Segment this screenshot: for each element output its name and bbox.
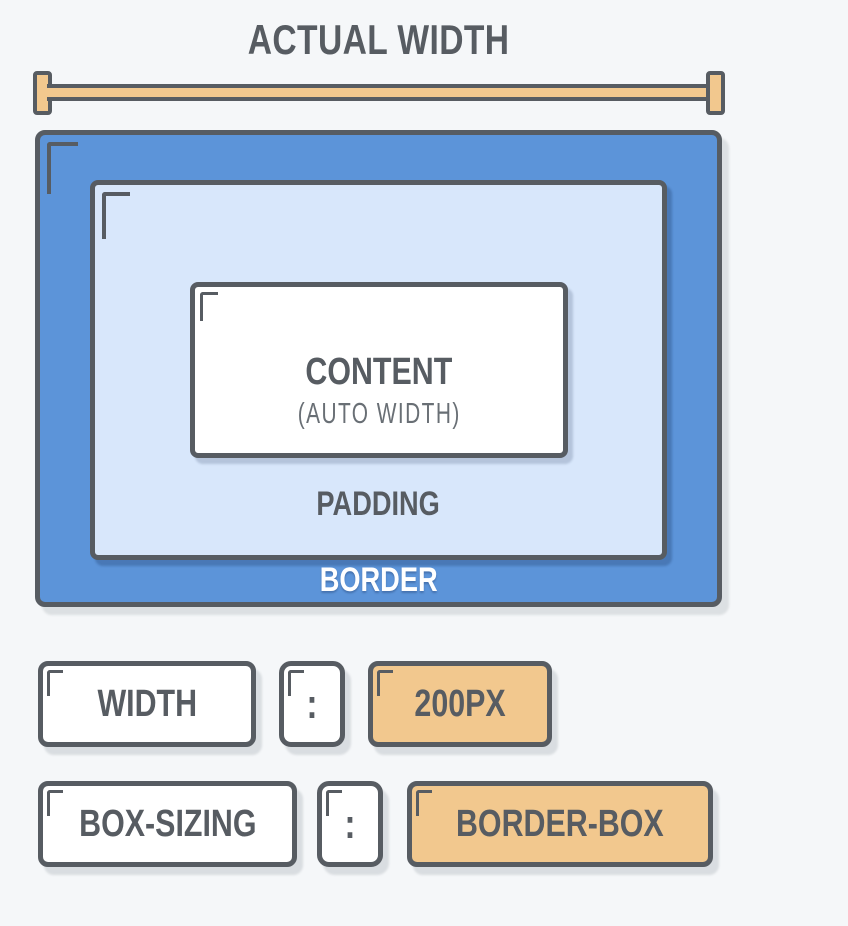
actual-width-ruler xyxy=(33,71,725,115)
colon-separator: : xyxy=(344,800,356,847)
corner-mark-icon xyxy=(377,670,393,696)
actual-width-title-text: ACTUAL WIDTH xyxy=(248,16,510,63)
box-sizing-property-chip: BOX-SIZING xyxy=(38,781,297,867)
box-sizing-property-label: BOX-SIZING xyxy=(78,802,257,845)
corner-mark-icon xyxy=(47,142,78,194)
colon-separator-chip: : xyxy=(279,661,345,747)
border-label: BORDER xyxy=(319,561,438,599)
content-label: CONTENT xyxy=(305,351,453,393)
width-value-chip: 200PX xyxy=(368,661,552,747)
ruler-beam-icon xyxy=(47,84,711,101)
width-property-chip: WIDTH xyxy=(38,661,256,747)
box-sizing-value-chip: BORDER-BOX xyxy=(407,781,713,867)
corner-mark-icon xyxy=(326,790,342,816)
corner-mark-icon xyxy=(416,790,432,816)
width-value-label: 200PX xyxy=(414,682,506,725)
corner-mark-icon xyxy=(47,670,63,696)
content-box: CONTENT (AUTO WIDTH) xyxy=(190,282,568,458)
padding-label: PADDING xyxy=(316,485,441,523)
ruler-right-cap-icon xyxy=(706,71,725,115)
width-property-label: WIDTH xyxy=(97,682,197,725)
actual-width-title: ACTUAL WIDTH xyxy=(33,14,725,66)
corner-mark-icon xyxy=(200,292,218,321)
colon-separator: : xyxy=(306,680,318,727)
content-sublabel: (AUTO WIDTH) xyxy=(297,398,461,430)
box-sizing-value-label: BORDER-BOX xyxy=(456,802,664,845)
corner-mark-icon xyxy=(102,192,130,239)
colon-separator-chip: : xyxy=(317,781,383,867)
corner-mark-icon xyxy=(47,790,63,816)
corner-mark-icon xyxy=(288,670,304,696)
